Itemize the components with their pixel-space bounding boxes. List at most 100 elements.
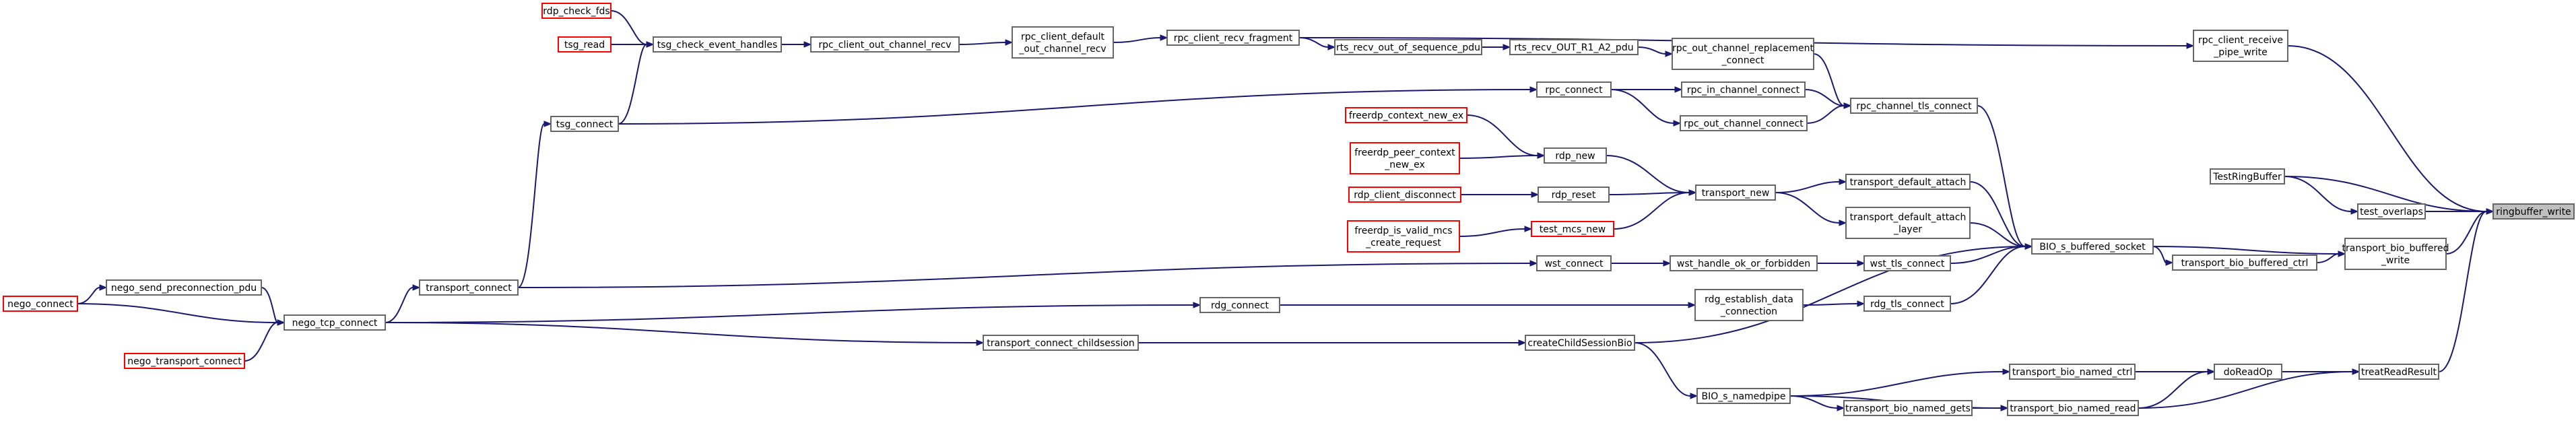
node-transport-bio-buffered-write[interactable]: transport_bio_buffered_write [2342, 238, 2449, 270]
node-transport-default-attach[interactable]: transport_default_attach [1845, 174, 1971, 190]
node-rpc-connect[interactable]: rpc_connect [1536, 81, 1612, 98]
node-rdp-client-disconnect[interactable]: rdp_client_disconnect [1348, 187, 1461, 203]
node-label: rts_recv_OUT_R1_A2_pdu [1514, 42, 1633, 53]
node-rdp-check-fds[interactable]: rdp_check_fds [541, 3, 612, 19]
node-rpc-client-recv-fragment[interactable]: rpc_client_recv_fragment [1166, 30, 1300, 46]
node-label: treatReadResult [2361, 367, 2437, 378]
node-rdp-reset[interactable]: rdp_reset [1538, 187, 1610, 203]
edge-treatReadResult-to-ringbuffer_write [2438, 208, 2495, 372]
edge-createChildSessionBio-to-transport_connect_childsession [1138, 339, 1527, 346]
node-rts-recv-OUT-R1-A2-pdu[interactable]: rts_recv_OUT_R1_A2_pdu [1509, 39, 1639, 55]
node-label: tsg_check_event_handles [657, 40, 778, 51]
node-transport-bio-named-gets[interactable]: transport_bio_named_gets [1843, 400, 1973, 416]
edge-rts_recv_OUT_R1_A2_pdu-to-rts_recv_out_of_sequence_pdu [1482, 44, 1511, 51]
edge-transport_bio_named_read-to-treatReadResult [2138, 368, 2360, 409]
node-label: wst_handle_ok_or_forbidden [1677, 259, 1810, 269]
node-label: _out_channel_recv [1018, 44, 1106, 55]
node-freerdp-context-new-ex[interactable]: freerdp_context_new_ex [1345, 107, 1467, 123]
node-label: TestRingBuffer [2212, 172, 2282, 182]
node-freerdp-is-valid-mcs-create-request[interactable]: freerdp_is_valid_mcs_create_request [1347, 220, 1460, 253]
edge-BIO_s_buffered_socket-to-rdg_tls_connect [1950, 243, 2033, 304]
node-label: freerdp_is_valid_mcs [1354, 226, 1452, 236]
node-label: _write [2381, 255, 2410, 266]
edge-BIO_s_namedpipe-to-transport_bio_named_gets [1789, 395, 1845, 411]
node-label: transport_default_attach [1850, 212, 1967, 223]
node-label: _connect [1721, 55, 1764, 66]
node-rpc-out-channel-connect[interactable]: rpc_out_channel_connect [1680, 115, 1808, 131]
edge-transport_bio_named_gets-to-transport_bio_named_read [1972, 405, 2009, 411]
node-test-mcs-new[interactable]: test_mcs_new [1531, 221, 1614, 237]
node-wst-handle-ok-or-forbidden[interactable]: wst_handle_ok_or_forbidden [1670, 255, 1818, 271]
node-TestRingBuffer[interactable]: TestRingBuffer [2210, 168, 2285, 185]
node-nego-tcp-connect[interactable]: nego_tcp_connect [284, 314, 386, 331]
edge-wst_connect-to-transport_connect [517, 260, 1538, 288]
edge-rdp_reset-to-rdp_client_disconnect [1461, 191, 1540, 198]
node-label: transport_bio_buffered_ctrl [2181, 258, 2309, 269]
node-rts-recv-out-of-sequence-pdu[interactable]: rts_recv_out_of_sequence_pdu [1334, 39, 1482, 55]
node-label: _layer [1893, 224, 1922, 235]
node-wst-connect[interactable]: wst_connect [1536, 255, 1612, 271]
node-test-overlaps[interactable]: test_overlaps [2357, 203, 2426, 220]
edge-createChildSessionBio-to-BIO_s_namedpipe [1634, 342, 1698, 399]
node-transport-connect-childsession[interactable]: transport_connect_childsession [983, 335, 1139, 351]
node-rpc-channel-tls-connect[interactable]: rpc_channel_tls_connect [1850, 98, 1978, 114]
node-rpc-client-out-channel-recv[interactable]: rpc_client_out_channel_recv [810, 36, 960, 53]
edge-transport_default_attach_layer-to-transport_new [1775, 192, 1847, 226]
node-label: ringbuffer_write [2496, 207, 2571, 218]
node-label: rpc_channel_tls_connect [1856, 101, 1972, 112]
node-transport-default-attach-layer[interactable]: transport_default_attach_layer [1845, 207, 1971, 239]
node-transport-connect[interactable]: transport_connect [419, 279, 519, 296]
edge-transport_bio_buffered_ctrl-to-BIO_s_buffered_socket [2152, 246, 2174, 266]
node-label: transport_bio_named_ctrl [2012, 367, 2132, 378]
node-nego-send-preconnection-pdu[interactable]: nego_send_preconnection_pdu [106, 279, 262, 296]
node-label: rdg_connect [1211, 300, 1269, 311]
edge-rpc_connect-to-tsg_connect [618, 86, 1538, 125]
edge-tsg_check_event_handles-to-rpc_client_out_channel_recv [781, 41, 812, 48]
node-wst-tls-connect[interactable]: wst_tls_connect [1863, 255, 1951, 271]
node-label: rdg_tls_connect [1870, 299, 1944, 310]
edge-transport_bio_buffered_write-to-ringbuffer_write [2445, 208, 2495, 255]
node-label: wst_tls_connect [1870, 259, 1945, 269]
node-label: rpc_client_receive [2198, 35, 2283, 46]
node-nego-connect[interactable]: nego_connect [3, 296, 78, 312]
node-ringbuffer-write: ringbuffer_write [2492, 203, 2575, 220]
node-tsg-connect[interactable]: tsg_connect [550, 116, 619, 132]
edge-nego_tcp_connect-to-transport_connect [385, 284, 421, 323]
edges-layer [77, 10, 2495, 411]
node-transport-bio-named-read[interactable]: transport_bio_named_read [2007, 400, 2139, 416]
node-transport-bio-buffered-ctrl[interactable]: transport_bio_buffered_ctrl [2172, 255, 2317, 271]
node-rpc-in-channel-connect[interactable]: rpc_in_channel_connect [1681, 81, 1806, 98]
node-rdg-tls-connect[interactable]: rdg_tls_connect [1863, 296, 1951, 312]
edge-rdg_establish_data_connection-to-rdg_connect [1280, 302, 1696, 308]
node-freerdp-peer-context-new-ex[interactable]: freerdp_peer_context_new_ex [1350, 142, 1460, 174]
edge-transport_bio_buffered_write-to-transport_bio_buffered_ctrl [2316, 250, 2346, 263]
node-rdg-establish-data-connection[interactable]: rdg_establish_data_connection [1694, 289, 1804, 321]
node-label: test_overlaps [2360, 207, 2423, 218]
node-BIO-s-buffered-socket[interactable]: BIO_s_buffered_socket [2031, 238, 2154, 255]
node-createChildSessionBio[interactable]: createChildSessionBio [1525, 335, 1635, 351]
node-label: rts_recv_out_of_sequence_pdu [1336, 42, 1480, 53]
node-label: rdg_establish_data [1705, 294, 1793, 305]
node-rdg-connect[interactable]: rdg_connect [1199, 297, 1280, 313]
node-tsg-read[interactable]: tsg_read [558, 36, 612, 53]
edge-rpc_client_out_channel_recv-to-rpc_client_default_out_channel_recv [958, 39, 1014, 46]
node-nego-transport-connect[interactable]: nego_transport_connect [124, 353, 245, 369]
node-rpc-client-receive-pipe-write[interactable]: rpc_client_receive_pipe_write [2193, 30, 2288, 62]
node-label: nego_send_preconnection_pdu [111, 283, 257, 294]
edge-TestRingBuffer-to-test_overlaps [2284, 176, 2359, 215]
node-label: transport_connect_childsession [987, 338, 1135, 349]
node-label: rdp_client_disconnect [1354, 190, 1456, 201]
node-label: rdp_new [1555, 151, 1595, 162]
edge-nego_transport_connect-to-nego_tcp_connect [244, 319, 286, 362]
node-BIO-s-namedpipe[interactable]: BIO_s_namedpipe [1696, 388, 1791, 404]
node-rpc-client-default-out-channel-recv[interactable]: rpc_client_default_out_channel_recv [1012, 26, 1114, 59]
node-label: freerdp_peer_context [1354, 147, 1455, 158]
node-transport-new[interactable]: transport_new [1695, 185, 1776, 201]
node-tsg-check-event-handles[interactable]: tsg_check_event_handles [653, 36, 782, 53]
node-rdp-new[interactable]: rdp_new [1544, 147, 1607, 164]
node-treatReadResult[interactable]: treatReadResult [2358, 364, 2439, 380]
node-transport-bio-named-ctrl[interactable]: transport_bio_named_ctrl [2009, 364, 2136, 380]
node-doReadOp[interactable]: doReadOp [2214, 364, 2282, 380]
node-rpc-out-channel-replacement-connect[interactable]: rpc_out_channel_replacement_connect [1672, 38, 1814, 70]
